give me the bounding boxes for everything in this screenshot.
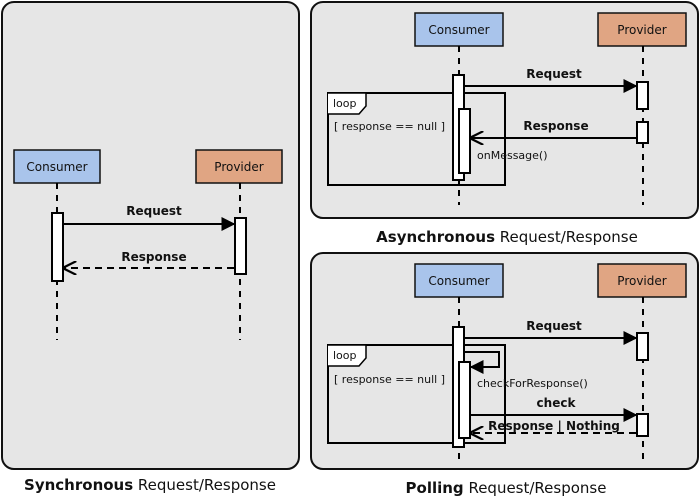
polling-check-label: check: [537, 396, 577, 410]
polling-loop-fragment: loop [ response == null ]: [327, 344, 506, 444]
sync-provider-box: Provider: [195, 149, 283, 184]
sync-provider-label: Provider: [214, 160, 263, 174]
async-loop-guard: [ response == null ]: [334, 120, 445, 133]
polling-self-call-arrow: [464, 351, 500, 374]
polling-provider-activation-2: [636, 413, 649, 437]
async-loop-tag: loop: [333, 97, 357, 110]
sync-consumer-activation: [51, 212, 64, 282]
async-consumer-label: Consumer: [428, 23, 489, 37]
polling-provider-activation-1: [636, 332, 649, 361]
polling-consumer-label: Consumer: [428, 274, 489, 288]
polling-panel: Consumer Provider loop [ response == nul…: [310, 252, 699, 470]
polling-caption: Polling Request/Response: [406, 479, 607, 497]
async-response-label: Response: [523, 119, 588, 133]
polling-provider-box: Provider: [597, 263, 687, 298]
async-consumer-box: Consumer: [414, 12, 504, 47]
sync-panel: Consumer Provider Request Response: [1, 1, 300, 470]
polling-consumer-activation-inner: [458, 361, 471, 439]
polling-response-label: Response | Nothing: [488, 419, 620, 433]
async-provider-activation-2: [636, 121, 649, 144]
polling-loop-tag: loop: [333, 349, 357, 362]
sync-caption: Synchronous Request/Response: [24, 476, 276, 494]
sync-provider-activation: [234, 217, 247, 275]
sync-consumer-box: Consumer: [13, 149, 101, 184]
async-provider-activation-1: [636, 81, 649, 110]
polling-provider-label: Provider: [617, 274, 666, 288]
async-caption: Asynchronous Request/Response: [376, 228, 638, 246]
async-request-label: Request: [526, 67, 582, 81]
async-consumer-activation-inner: [458, 108, 471, 174]
async-panel: Consumer Provider loop [ response == nul…: [310, 1, 699, 219]
polling-loop-guard: [ response == null ]: [334, 373, 445, 386]
sync-request-label: Request: [126, 204, 182, 218]
polling-self-call-label: checkForResponse(): [477, 377, 588, 390]
sync-response-label: Response: [121, 250, 186, 264]
async-provider-label: Provider: [617, 23, 666, 37]
polling-consumer-box: Consumer: [414, 263, 504, 298]
sync-consumer-label: Consumer: [26, 160, 87, 174]
async-callback-label: onMessage(): [477, 149, 548, 162]
polling-request-label: Request: [526, 319, 582, 333]
async-provider-box: Provider: [597, 12, 687, 47]
